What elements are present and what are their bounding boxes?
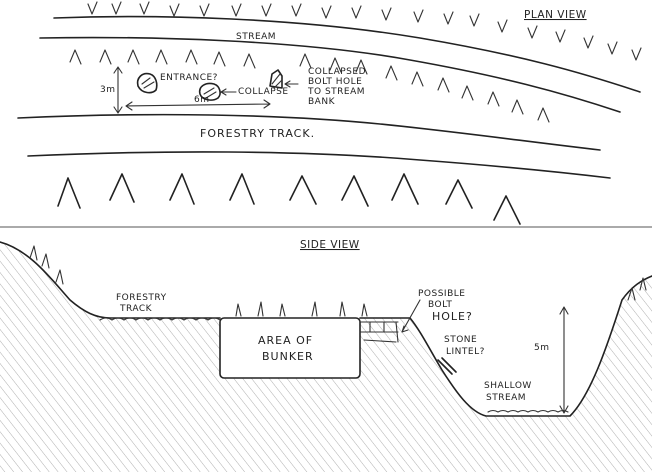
entrance-label: ENTRANCE? <box>160 73 218 83</box>
collapse-arrow <box>220 88 237 96</box>
collapse-rock-shading <box>203 87 217 99</box>
track-edge-lower <box>27 151 611 179</box>
lintel-label-1: STONE <box>444 335 477 345</box>
bolt-hole-pointer <box>401 299 421 333</box>
bolt-hole-arrow <box>284 80 299 88</box>
dimension-3m <box>113 66 123 114</box>
side-track-label-1: FORESTRY <box>116 293 167 303</box>
forestry-track-label: FORESTRY TRACK. <box>200 127 315 140</box>
dimension-6m <box>125 99 271 111</box>
collapse-label: COLLAPSE <box>238 87 289 97</box>
side-track-label-2: TRACK <box>119 304 153 314</box>
side-bolt-label-2: BOLT <box>428 300 452 310</box>
dimension-6m-label: 6m <box>194 95 210 105</box>
side-bolt-hole <box>359 321 399 343</box>
entrance-rock-shading <box>141 77 155 89</box>
lintel-label-2: LINTEL? <box>446 347 485 357</box>
entrance-rock <box>136 72 158 94</box>
bolt-hole-label-1: COLLAPSED <box>308 67 366 77</box>
bolt-hole-label-4: BANK <box>308 97 336 107</box>
side-bolt-label-1: POSSIBLE <box>418 289 465 299</box>
bunker-area <box>219 317 361 379</box>
dimension-5m <box>559 306 569 414</box>
stone-lintel <box>437 357 457 375</box>
bolt-hole-shading <box>271 73 283 89</box>
ground-fill <box>0 242 652 472</box>
bunker-label-1: AREA OF <box>258 334 313 347</box>
slope-grass-left <box>29 245 64 285</box>
stream-bank-lower <box>39 36 621 113</box>
bolt-hole-label-2: BOLT HOLE <box>308 77 362 87</box>
ground-profile <box>0 241 652 417</box>
stream-label-1: SHALLOW <box>484 381 532 391</box>
dimension-3m-label: 3m <box>100 85 116 95</box>
stream-label: STREAM <box>236 32 276 42</box>
bunker-grass <box>235 301 368 317</box>
grass-marks-bottom <box>57 173 521 225</box>
stream-water <box>487 409 569 413</box>
track-edge-upper <box>17 113 601 151</box>
side-bolt-label-3: HOLE? <box>432 310 473 323</box>
plan-view: STREAM FORESTRY TRACK. 3m ENTRANCE? COLL… <box>17 1 642 225</box>
plan-view-title: PLAN VIEW <box>524 9 587 21</box>
collapse-rock <box>198 82 221 101</box>
stream-bank-upper <box>53 15 641 93</box>
grass-marks-top <box>87 1 642 61</box>
bolt-hole-mark <box>269 69 283 89</box>
dimension-5m-label: 5m <box>534 343 550 353</box>
stream-label-2: STREAM <box>486 393 526 403</box>
side-view: AREA OF BUNKER POSSIBLE BOLT HOLE? STONE… <box>0 239 652 472</box>
bolt-hole-label-3: TO STREAM <box>307 87 365 97</box>
track-surface <box>99 317 221 321</box>
side-view-title: SIDE VIEW <box>300 239 360 251</box>
grass-marks-middle <box>69 49 550 123</box>
slope-grass-right <box>627 277 647 301</box>
bunker-label-2: BUNKER <box>262 350 314 363</box>
